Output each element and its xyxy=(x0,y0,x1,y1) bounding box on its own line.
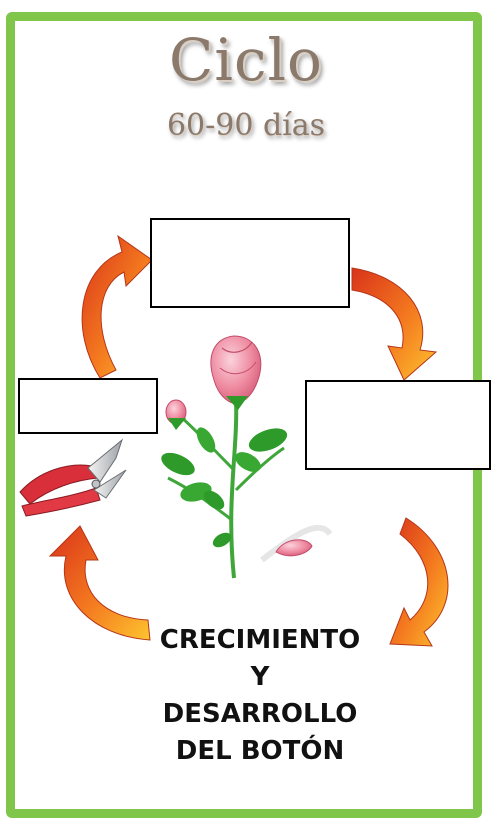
curved-arrow-icon xyxy=(351,267,438,381)
diagram-subtitle: 60-90 días xyxy=(166,108,326,143)
curved-arrow-icon xyxy=(81,234,153,379)
stage-label-line: DESARROLLO xyxy=(162,699,358,729)
curved-arrow-icon xyxy=(389,517,449,647)
diagram-title: Ciclo xyxy=(169,26,323,94)
blank-stage-box-top[interactable] xyxy=(150,218,350,308)
rose-icon xyxy=(161,335,288,579)
stage-label-line: DEL BOTÓN xyxy=(175,736,345,766)
stage-label-line: Y xyxy=(250,662,270,692)
blank-stage-box-left[interactable] xyxy=(18,378,158,434)
blank-stage-box-right[interactable] xyxy=(305,380,491,470)
pruning-shears-icon xyxy=(19,438,127,517)
stage-label: CRECIMIENTO Y DESARROLLO DEL BOTÓN xyxy=(140,622,380,770)
fallen-petal-icon xyxy=(260,524,333,563)
stage-label-line: CRECIMIENTO xyxy=(159,625,361,655)
curved-arrow-icon xyxy=(48,525,151,641)
